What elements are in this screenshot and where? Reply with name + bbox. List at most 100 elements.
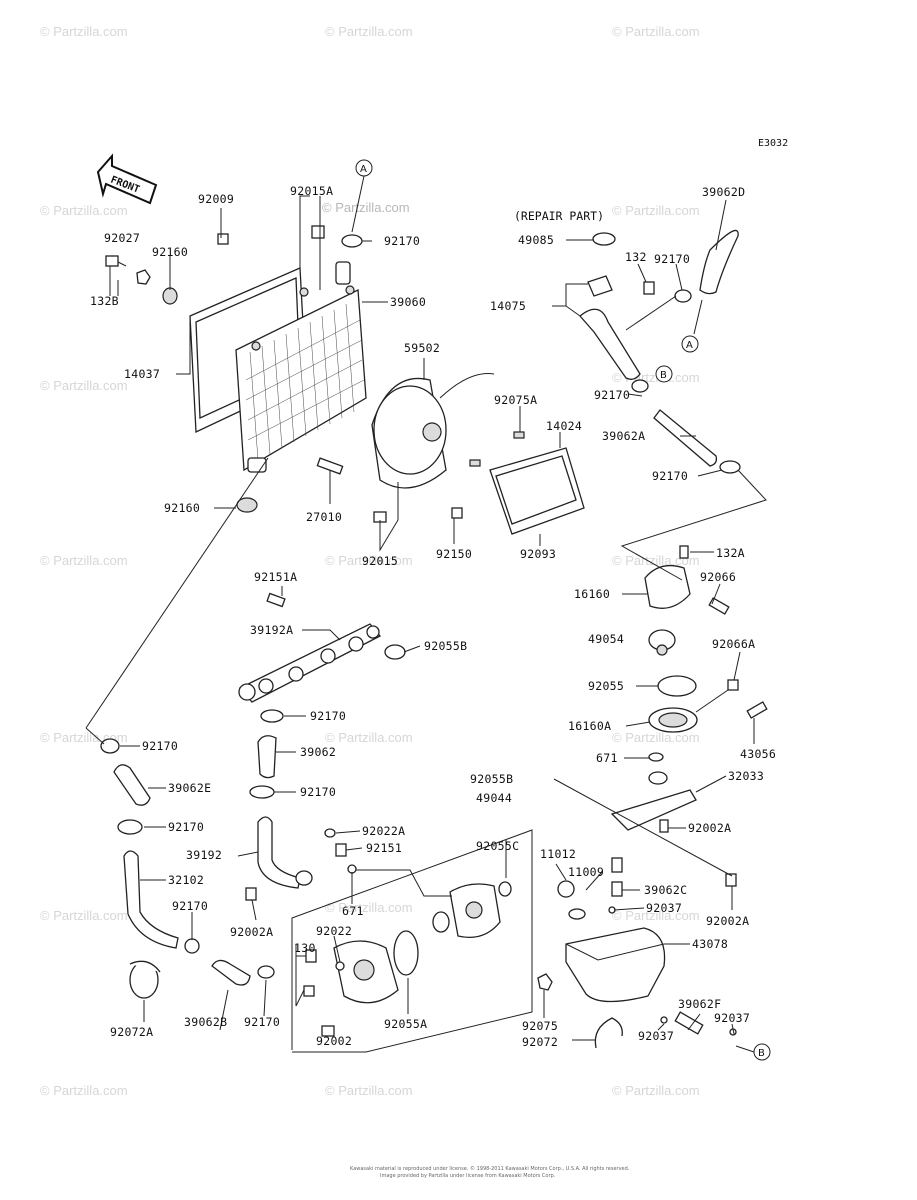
- part-label: 92066A: [712, 637, 755, 651]
- part-label: 92002A: [688, 821, 731, 835]
- part-label: 14075: [490, 299, 526, 313]
- part-label: 39062D: [702, 185, 745, 199]
- part-label: 132A: [716, 546, 745, 560]
- part-label: 43078: [692, 937, 728, 951]
- part-label: 92160: [152, 245, 188, 259]
- watermark: © Partzilla.com: [40, 378, 128, 393]
- part-label: 92170: [654, 252, 690, 266]
- cover-assembly: [469, 431, 585, 535]
- part-label: 11012: [540, 847, 576, 861]
- part-label: 49054: [588, 632, 624, 646]
- part-label: 27010: [306, 510, 342, 524]
- part-label: 92170: [594, 388, 630, 402]
- watermark: © Partzilla.com: [612, 1083, 700, 1098]
- part-label: 92170: [300, 785, 336, 799]
- part-label: 92093: [520, 547, 556, 561]
- callout-a-label: A: [686, 340, 693, 351]
- part-label: 32033: [728, 769, 764, 783]
- hose-set-left: [100, 738, 275, 999]
- part-label: 39062: [300, 745, 336, 759]
- part-label: 59502: [404, 341, 440, 355]
- fan-assembly: [371, 373, 495, 523]
- watermark: © Partzilla.com: [40, 24, 128, 39]
- diagram-code: E3032: [758, 138, 788, 149]
- part-label: 92075A: [494, 393, 537, 407]
- part-label: 92002A: [706, 914, 749, 928]
- part-label: 92170: [310, 709, 346, 723]
- part-label: 92002: [316, 1034, 352, 1048]
- part-label: 92170: [142, 739, 178, 753]
- part-label: 92037: [646, 901, 682, 915]
- watermark: © Partzilla.com: [40, 553, 128, 568]
- part-label: 92170: [384, 234, 420, 248]
- part-label: 671: [596, 751, 618, 765]
- part-label: 92075: [522, 1019, 558, 1033]
- watermark: © Partzilla.com: [612, 203, 700, 218]
- water-pump-assembly: [291, 829, 533, 1053]
- watermark: © Partzilla.com: [612, 553, 700, 568]
- part-label: 92022A: [362, 824, 405, 838]
- part-label: 92151: [366, 841, 402, 855]
- part-label: 49085: [518, 233, 554, 247]
- part-label: 92015: [362, 554, 398, 568]
- watermark: © Partzilla.com: [325, 730, 413, 745]
- part-label: 92055B: [470, 772, 513, 786]
- part-label: 130: [294, 941, 316, 955]
- part-label: 11009: [568, 865, 604, 879]
- callout-b-label: B: [660, 370, 667, 381]
- repair-part-note: (REPAIR PART): [514, 209, 604, 223]
- copyright-line: Image provided by Partzilla under licens…: [380, 1173, 556, 1179]
- part-label: 32102: [168, 873, 204, 887]
- part-label: 39062C: [644, 883, 687, 897]
- part-label: 92170: [652, 469, 688, 483]
- part-label: 132: [625, 250, 647, 264]
- front-arrow-icon: FRONT: [96, 153, 158, 205]
- part-label: 43056: [740, 747, 776, 761]
- reservoir-assembly: [129, 857, 737, 1049]
- part-label: 132B: [90, 294, 119, 308]
- part-label: 92072A: [110, 1025, 153, 1039]
- part-label: 92037: [714, 1011, 750, 1025]
- part-label: 92022: [316, 924, 352, 938]
- part-label: 92072: [522, 1035, 558, 1049]
- part-label: 92170: [172, 899, 208, 913]
- leader-lines: [85, 175, 767, 1053]
- part-label: 16160: [574, 587, 610, 601]
- watermark: © Partzilla.com: [325, 553, 413, 568]
- part-label: 92055A: [384, 1017, 427, 1031]
- part-label: 39192: [186, 848, 222, 862]
- part-label: 92009: [198, 192, 234, 206]
- part-label: 92015A: [290, 184, 333, 198]
- callout-a-top: A: [355, 159, 373, 177]
- watermark: © Partzilla.com: [322, 200, 410, 215]
- part-label: 92066: [700, 570, 736, 584]
- copyright-line: Kawasaki material is reproduced under li…: [350, 1165, 630, 1172]
- callout-b-bottom: B: [753, 1043, 771, 1061]
- watermark: © Partzilla.com: [612, 908, 700, 923]
- part-label: 92150: [436, 547, 472, 561]
- part-label: 16160A: [568, 719, 611, 733]
- part-label: 92160: [164, 501, 200, 515]
- part-label: 39062A: [602, 429, 645, 443]
- water-pipe-assembly: [238, 592, 406, 703]
- callout-a-label: A: [360, 164, 367, 175]
- watermark-layer: © Partzilla.com © Partzilla.com © Partzi…: [40, 24, 700, 1098]
- part-label: 92027: [104, 231, 140, 245]
- part-label: 92170: [244, 1015, 280, 1029]
- callout-a-right: A: [681, 335, 699, 353]
- watermark: © Partzilla.com: [612, 730, 700, 745]
- part-label: 39062B: [184, 1015, 227, 1029]
- watermark: © Partzilla.com: [40, 908, 128, 923]
- part-label: 39060: [390, 295, 426, 309]
- callout-b-label: B: [758, 1048, 765, 1059]
- part-label: 39062E: [168, 781, 211, 795]
- part-label: 92055C: [476, 839, 519, 853]
- watermark: © Partzilla.com: [325, 900, 413, 915]
- part-label: 39192A: [250, 623, 293, 637]
- watermark: © Partzilla.com: [325, 24, 413, 39]
- part-label: 14024: [546, 419, 582, 433]
- watermark: © Partzilla.com: [325, 1083, 413, 1098]
- thermostat-housing-assembly: [610, 545, 768, 887]
- watermark: © Partzilla.com: [612, 24, 700, 39]
